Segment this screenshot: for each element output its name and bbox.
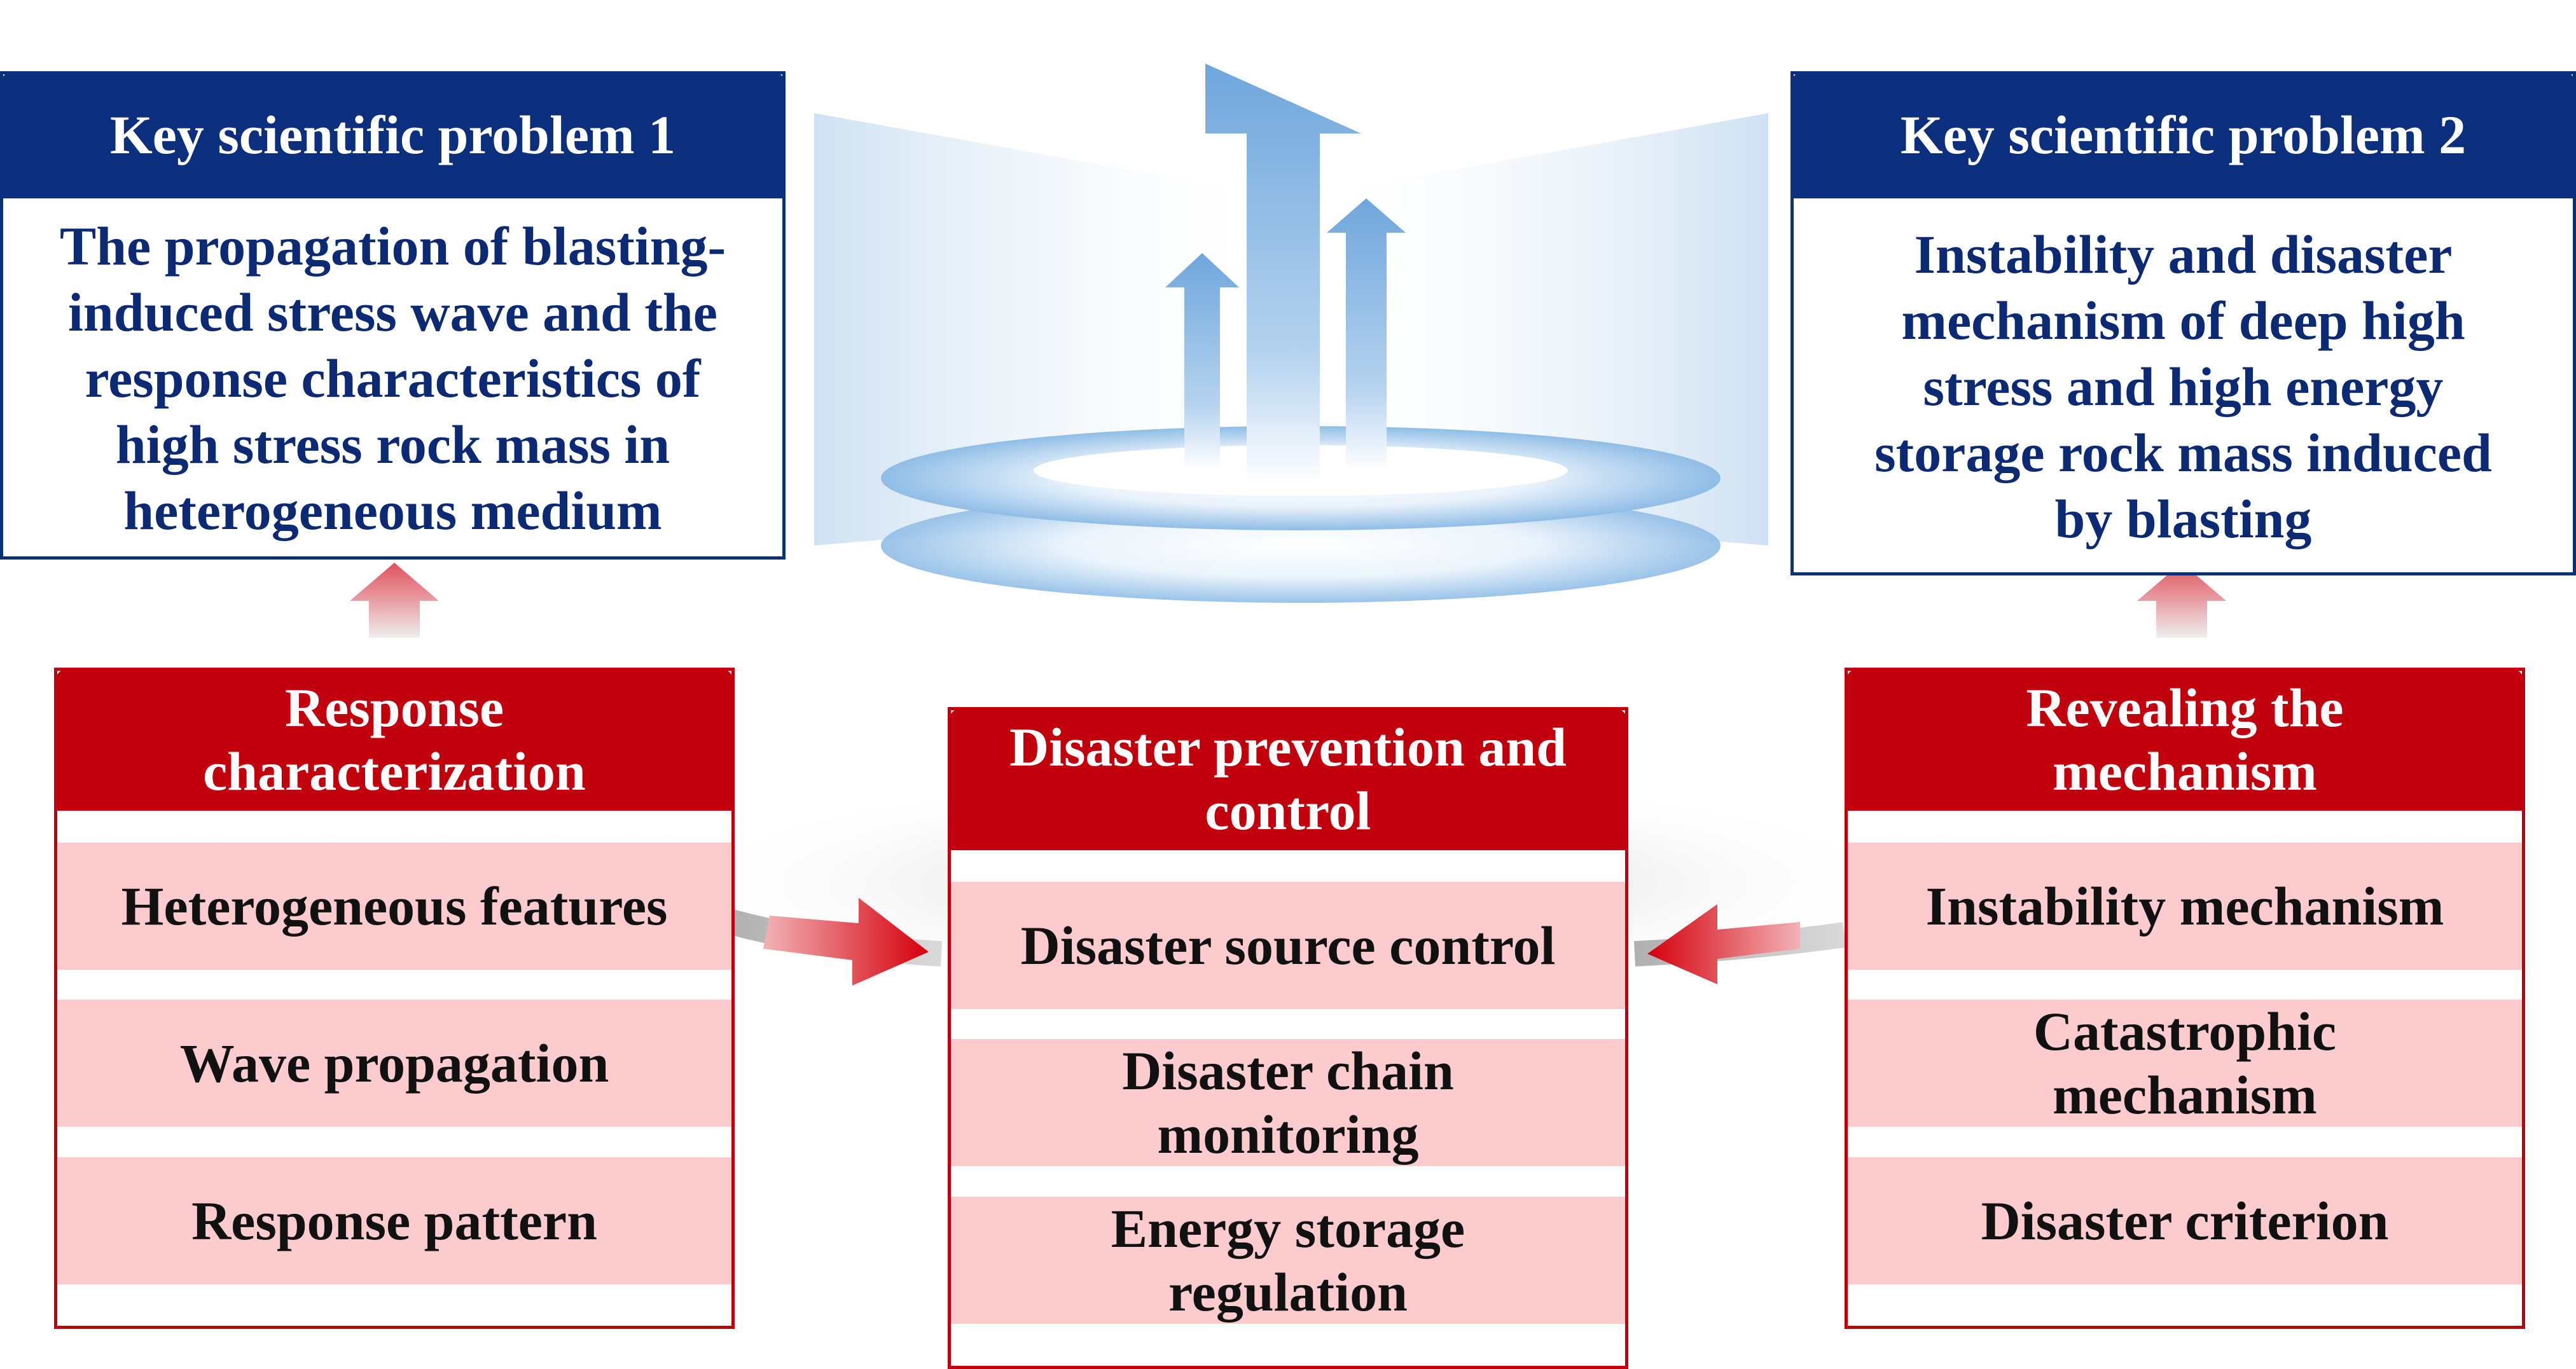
item-response-pattern: Response pattern [57, 1157, 731, 1284]
item-line: monitoring [1157, 1104, 1419, 1165]
right-up-arrow [1327, 198, 1406, 471]
panel-title-line: characterization [203, 740, 586, 802]
revealing-mechanism-title: Revealing the mechanism [1845, 668, 2525, 811]
key-problem-2-line: by blasting [2054, 488, 2312, 549]
key-problem-2-line: stress and high energy [1923, 355, 2444, 417]
key-problem-1-line: heterogeneous medium [123, 480, 662, 541]
big-up-arrow [1205, 64, 1361, 483]
panel-title-line: Disaster prevention and [1009, 716, 1567, 778]
panel-title-line: mechanism [2053, 740, 2317, 802]
key-problem-2-line: storage rock mass induced [1874, 422, 2492, 483]
key-problem-2-box: Key scientific problem 2 Instability and… [1790, 71, 2576, 575]
item-catastrophic-mechanism: Catastrophic mechanism [1848, 1000, 2522, 1127]
left-up-red-arrow [350, 563, 439, 638]
item-line: Energy storage [1111, 1198, 1465, 1259]
item-disaster-chain-monitoring: Disaster chain monitoring [951, 1039, 1625, 1166]
key-problem-1-line: response characteristics of [85, 348, 701, 409]
item-disaster-source-control: Disaster source control [951, 882, 1625, 1009]
panel-title-line: Revealing the [2026, 677, 2344, 738]
left-up-arrow [1165, 253, 1239, 471]
response-characterization-title: Response characterization [54, 668, 735, 811]
item-energy-storage-regulation: Energy storage regulation [951, 1197, 1625, 1324]
disaster-prevention-title: Disaster prevention and control [948, 707, 1628, 850]
key-problem-2-line: Instability and disaster [1914, 223, 2453, 285]
key-problem-1-text: The propagation of blasting- induced str… [3, 200, 782, 556]
item-line: mechanism [2053, 1064, 2317, 1125]
panel-title-line: Response [284, 677, 504, 738]
item-line: Instability mechanism [1925, 876, 2444, 937]
response-characterization-panel: Response characterization Heterogeneous … [54, 668, 735, 1329]
key-problem-2-title: Key scientific problem 2 [1790, 71, 2576, 198]
item-line: Disaster chain [1122, 1040, 1454, 1101]
item-disaster-criterion: Disaster criterion [1848, 1157, 2522, 1284]
key-problem-2-text: Instability and disaster mechanism of de… [1794, 200, 2573, 572]
right-arrow-to-center [763, 898, 929, 986]
key-problem-1-box: Key scientific problem 1 The propagation… [0, 71, 786, 560]
key-problem-1-line: high stress rock mass in [115, 414, 670, 475]
revealing-mechanism-panel: Revealing the mechanism Instability mech… [1845, 668, 2525, 1329]
right-up-red-arrow [2137, 563, 2226, 638]
item-wave-propagation: Wave propagation [57, 1000, 731, 1127]
item-line: Catastrophic [2033, 1001, 2337, 1062]
left-arrow-to-center [1647, 904, 1800, 984]
key-problem-2-line: mechanism of deep high [1901, 289, 2465, 351]
item-line: Disaster criterion [1981, 1190, 2389, 1251]
key-problem-1-title: Key scientific problem 1 [0, 71, 786, 198]
item-heterogeneous-features: Heterogeneous features [57, 843, 731, 970]
panel-title-line: control [1205, 780, 1371, 841]
item-line: Disaster source control [1020, 915, 1556, 976]
key-problem-1-line: The propagation of blasting- [59, 216, 726, 277]
key-problem-1-line: induced stress wave and the [68, 282, 717, 343]
item-instability-mechanism: Instability mechanism [1848, 843, 2522, 970]
item-line: regulation [1168, 1262, 1408, 1323]
disaster-prevention-panel: Disaster prevention and control Disaster… [948, 707, 1628, 1369]
